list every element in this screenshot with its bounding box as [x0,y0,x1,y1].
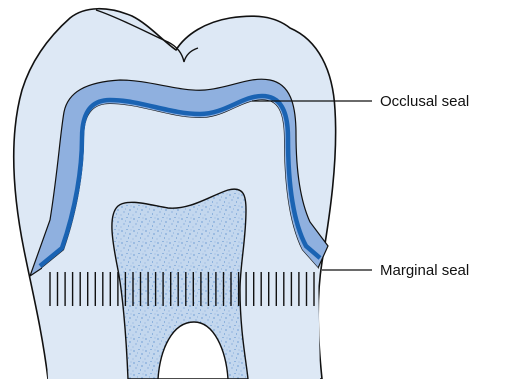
marginal-seal-label: Marginal seal [380,262,469,279]
occlusal-seal-label: Occlusal seal [380,93,469,110]
